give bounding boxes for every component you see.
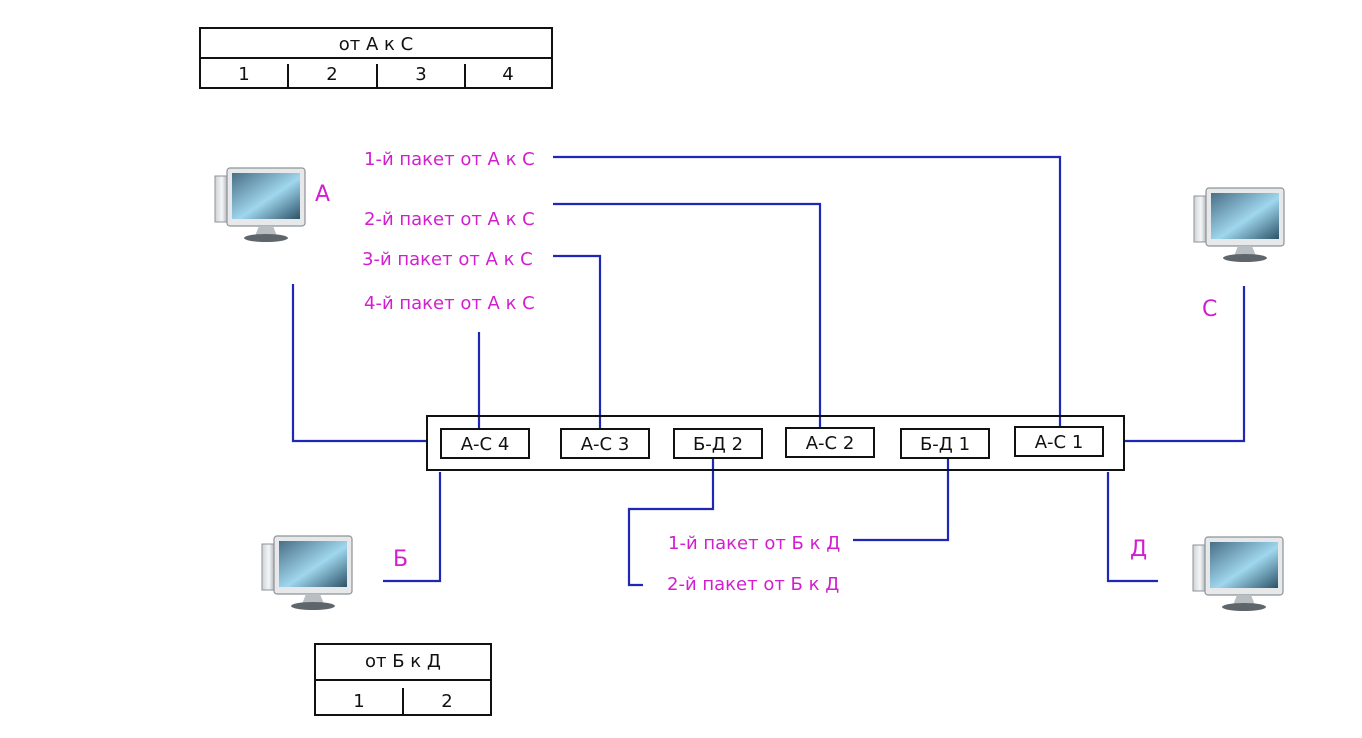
node-label-b: Б bbox=[393, 547, 408, 572]
channel-slot: А-С 3 bbox=[581, 434, 630, 455]
access-wires bbox=[291, 284, 1246, 583]
computer-monitor-icon bbox=[214, 167, 306, 243]
table-cell: 3 bbox=[415, 64, 426, 85]
packet-label: 2-й пакет от Б к Д bbox=[667, 574, 839, 595]
node-label-a: А bbox=[315, 182, 330, 207]
packet-table-b-to-d: от Б к Д 1 2 bbox=[314, 643, 492, 716]
computer-monitor-icon bbox=[261, 535, 353, 611]
table-cell: 4 bbox=[502, 64, 513, 85]
shared-channel: А-С 4 А-С 3 Б-Д 2 А-С 2 Б-Д 1 А-С 1 bbox=[426, 415, 1125, 471]
table-cell: 1 bbox=[238, 64, 249, 85]
packet-leader-lines bbox=[477, 155, 1062, 587]
packet-label: 1-й пакет от А к С bbox=[364, 149, 535, 170]
channel-slot: А-С 4 bbox=[461, 434, 510, 455]
table-title: от А к С bbox=[339, 34, 413, 55]
packet-table-a-to-c: от А к С 1 2 3 4 bbox=[199, 27, 553, 89]
node-label-c: С bbox=[1202, 297, 1217, 322]
table-title: от Б к Д bbox=[365, 651, 441, 672]
packet-label: 1-й пакет от Б к Д bbox=[668, 533, 840, 554]
computer-monitor-icon bbox=[1192, 536, 1284, 612]
channel-slot: Б-Д 2 bbox=[693, 434, 743, 455]
computer-monitor-icon bbox=[1193, 187, 1285, 263]
packet-label: 2-й пакет от А к С bbox=[364, 209, 535, 230]
packet-label: 3-й пакет от А к С bbox=[362, 249, 533, 270]
channel-slot: А-С 1 bbox=[1035, 432, 1084, 453]
channel-slot: А-С 2 bbox=[806, 433, 855, 454]
table-cell: 2 bbox=[326, 64, 337, 85]
packet-label: 4-й пакет от А к С bbox=[364, 293, 535, 314]
node-label-d: Д bbox=[1130, 537, 1147, 562]
table-cell: 2 bbox=[441, 691, 452, 712]
channel-slot: Б-Д 1 bbox=[920, 434, 970, 455]
table-cell: 1 bbox=[353, 691, 364, 712]
